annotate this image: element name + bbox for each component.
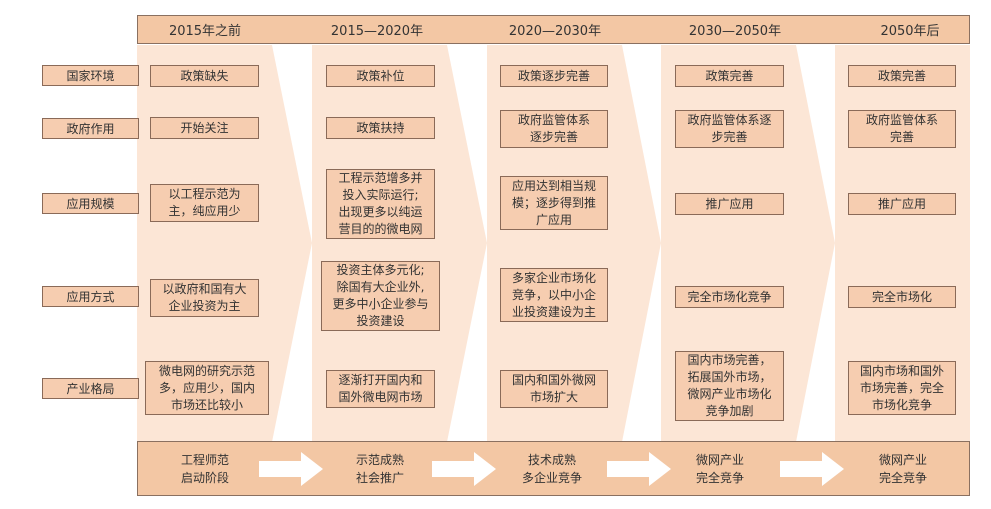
period-2015-before: 2015年之前 — [168, 24, 242, 39]
cell-c2-scale: 应用达到相当规 模；逐步得到推 广应用 — [500, 176, 608, 230]
cell-c4-government: 政府监管体系 完善 — [848, 110, 956, 148]
chevron-arrow-0 — [272, 45, 312, 442]
stage-3: 微网产业 完全竞争 — [695, 452, 744, 485]
timeline-header — [137, 15, 970, 44]
chevron-arrow-2 — [622, 45, 661, 442]
cell-c0-scale: 以工程示范为 主，纯应用少 — [150, 184, 259, 222]
stage-2: 技术成熟 多企业竞争 — [521, 452, 582, 485]
cell-c4-mode: 完全市场化 — [848, 286, 956, 308]
cell-c0-mode: 以政府和国有大 企业投资为主 — [150, 279, 259, 317]
cell-c0-industry: 微电网的研究示范 多，应用少，国内 市场还比较小 — [145, 361, 269, 415]
cell-c1-industry: 逐渐打开国内和 国外微电网市场 — [326, 370, 435, 408]
stage-1: 示范成熟 社会推广 — [355, 452, 404, 485]
stage-arrow-icon-1 — [432, 452, 496, 486]
cell-c2-mode: 多家企业市场化 竞争，以中小企 业投资建设为主 — [500, 268, 608, 322]
row-label-government-role: 政府作用 — [42, 118, 139, 139]
row-label-application-scale: 应用规模 — [42, 193, 139, 214]
stage-4: 微网产业 完全竞争 — [878, 452, 927, 485]
cell-c3-scale: 推广应用 — [675, 193, 784, 215]
cell-c3-government: 政府监管体系逐 步完善 — [675, 110, 784, 148]
row-label-national-environment: 国家环境 — [42, 65, 139, 86]
cell-c3-environment: 政策完善 — [675, 65, 784, 87]
period-2015-2020: 2015—2020年 — [330, 24, 424, 39]
cell-c3-industry: 国内市场完善， 拓展国外市场， 微网产业市场化 竞争加剧 — [675, 351, 784, 421]
cell-c2-industry: 国内和国外微网 市场扩大 — [500, 370, 608, 408]
cell-c4-environment: 政策完善 — [848, 65, 956, 87]
row-label-industry-pattern: 产业格局 — [42, 378, 139, 399]
chevron-arrow-3 — [796, 45, 835, 442]
period-2020-2030: 2020—2030年 — [508, 24, 602, 39]
cell-c0-environment: 政策缺失 — [150, 65, 259, 87]
row-label-application-mode: 应用方式 — [42, 286, 139, 307]
stage-arrow-icon-3 — [780, 452, 844, 486]
period-2030-2050: 2030—2050年 — [688, 24, 782, 39]
cell-c1-environment: 政策补位 — [326, 65, 435, 87]
chevron-arrow-1 — [447, 45, 487, 442]
cell-c0-government: 开始关注 — [150, 117, 259, 139]
stage-0: 工程师范 启动阶段 — [180, 452, 229, 485]
cell-c3-mode: 完全市场化竞争 — [675, 286, 784, 308]
cell-c1-government: 政策扶持 — [326, 117, 435, 139]
stage-arrow-icon-2 — [607, 452, 671, 486]
cell-c2-government: 政府监管体系 逐步完善 — [500, 110, 608, 148]
cell-c2-environment: 政策逐步完善 — [500, 65, 608, 87]
period-2050-after: 2050年后 — [880, 24, 940, 39]
cell-c4-scale: 推广应用 — [848, 193, 956, 215]
cell-c1-scale: 工程示范增多并 投入实际运行; 出现更多以纯运 营目的的微电网 — [326, 169, 435, 239]
stage-arrow-icon-0 — [259, 452, 323, 486]
cell-c1-mode: 投资主体多元化; 除国有大企业外, 更多中小企业参与 投资建设 — [321, 261, 440, 331]
cell-c4-industry: 国内市场和国外 市场完善，完全 市场化竞争 — [848, 361, 956, 415]
